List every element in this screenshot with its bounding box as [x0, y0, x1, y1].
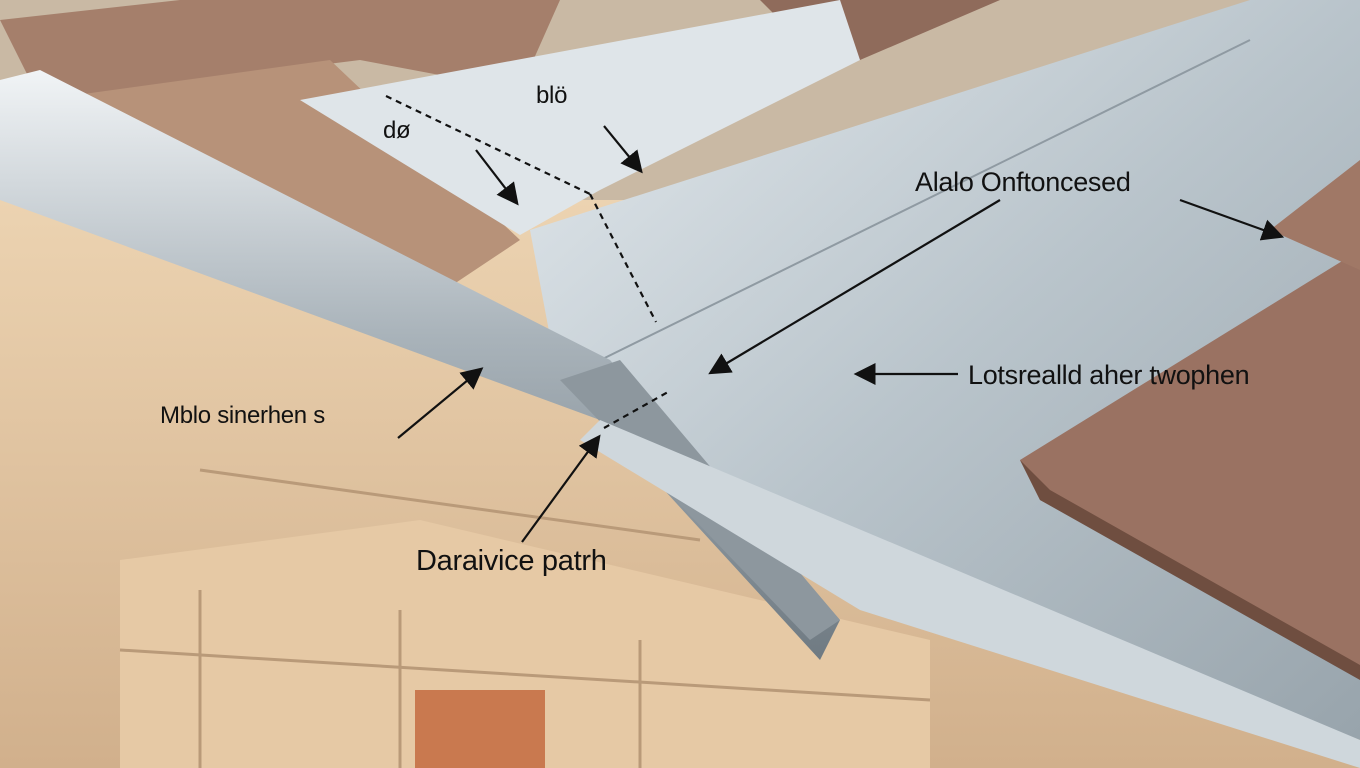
metal-flashing-upper	[300, 0, 860, 235]
arrow-do	[475, 149, 519, 206]
roof-tile-left	[40, 60, 520, 300]
roof-tile-far-right	[1270, 160, 1360, 270]
dashed-line-top	[385, 95, 591, 195]
arrow-mblo	[397, 367, 484, 439]
arrow-blo	[603, 125, 643, 174]
roof-tile-right	[1020, 250, 1360, 670]
leader-alalo-right	[1179, 198, 1285, 241]
label-lotsrealld: Lotsrealld aher twophen	[968, 360, 1250, 390]
drip-edge	[580, 420, 1360, 768]
red-brick	[415, 690, 545, 768]
arrow-alalo	[708, 199, 1001, 375]
brick-pier	[120, 520, 930, 768]
dashed-line-drainage	[603, 391, 669, 429]
roof-tile-right-edge	[1020, 460, 1360, 680]
label-alalo: Alalo Onftoncesed	[915, 167, 1131, 197]
label-mblo: Mblo sinerhen s	[160, 402, 325, 429]
seam-line	[559, 39, 1251, 381]
label-blo: blö	[536, 82, 568, 109]
roof-tile-top-left	[0, 0, 560, 100]
label-do: dø	[383, 117, 411, 144]
gutter	[0, 70, 840, 660]
brick-mortar-lines	[119, 468, 931, 768]
dashed-line-drop	[589, 193, 657, 323]
arrow-drainage	[521, 434, 601, 543]
label-drainage-path: Daraivice patrh	[416, 545, 607, 577]
